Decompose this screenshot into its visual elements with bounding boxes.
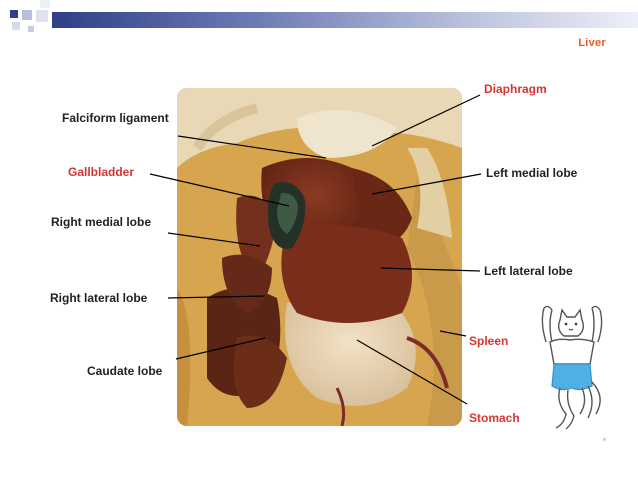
dissection-photo [177,88,462,426]
label-left-medial-lobe: Left medial lobe [486,166,578,180]
label-diaphragm: Diaphragm [484,82,547,96]
label-gallbladder: Gallbladder [68,165,135,179]
label-stomach: Stomach [469,411,520,425]
label-right-medial-lobe: Right medial lobe [51,215,152,229]
corner-dot-decoration [603,438,606,441]
slide-title: Liver [578,37,606,49]
header-squares-decoration [10,0,50,32]
label-falciform-ligament: Falciform ligament [62,111,169,125]
label-right-lateral-lobe: Right lateral lobe [50,291,148,305]
label-left-lateral-lobe: Left lateral lobe [484,264,573,278]
label-caudate-lobe: Caudate lobe [87,364,163,378]
header-bar [52,12,638,28]
label-spleen: Spleen [469,334,509,348]
cat-cartoon-icon [541,305,603,430]
